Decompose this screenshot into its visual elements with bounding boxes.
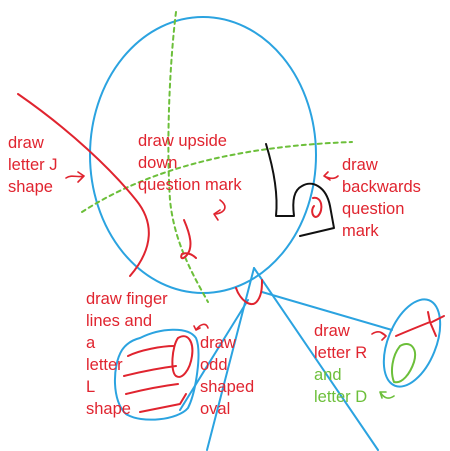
neck-right-line	[253, 267, 379, 451]
label-odd-oval-line3: shaped	[200, 378, 254, 396]
finger-line-1	[127, 345, 175, 357]
finger-line-l-shape	[139, 393, 187, 413]
arrow-letter-r	[371, 331, 387, 341]
label-backwards-question-line3: question	[342, 200, 404, 218]
arrow-j-shape	[65, 171, 85, 183]
letter-d-stroke	[391, 343, 416, 384]
thumb-oval-stroke	[171, 335, 194, 378]
label-letter-d: and letter D	[314, 366, 367, 406]
horizontal-dashed-guide	[81, 141, 353, 213]
label-finger-lines-line1: draw finger	[86, 290, 168, 308]
label-question-mark-line3: question mark	[138, 176, 242, 194]
label-j-shape-line2: letter J	[8, 156, 58, 174]
head-circle-guide	[89, 16, 317, 294]
label-backwards-question-line1: draw	[342, 156, 378, 174]
label-finger-lines: draw finger lines and a letter L shape	[86, 290, 172, 418]
letter-r-stroke	[395, 311, 445, 337]
label-letter-d-line2: letter D	[314, 388, 367, 406]
arm-line	[179, 299, 249, 411]
label-j-shape: draw letter J shape	[8, 134, 62, 196]
arrow-odd-oval	[193, 323, 209, 331]
label-letter-d-line1: and	[314, 366, 342, 384]
label-letter-r-line1: draw	[314, 322, 350, 340]
label-finger-lines-line5: L	[86, 378, 95, 396]
right-hand-guide	[382, 298, 442, 388]
label-odd-oval-line1: draw	[200, 334, 236, 352]
label-j-shape-line1: draw	[8, 134, 44, 152]
label-letter-r: draw letter R	[314, 322, 367, 362]
shoulder-line	[261, 291, 393, 331]
arrow-backwards-question	[323, 171, 339, 181]
arrow-letter-d	[379, 391, 395, 399]
vertical-dashed-guide	[167, 11, 209, 303]
label-odd-oval-line2: odd	[200, 356, 228, 374]
arrow-question-mark	[213, 199, 226, 221]
hair-j-shape-stroke	[17, 93, 150, 277]
chin-stroke	[235, 279, 263, 306]
label-letter-r-line2: letter R	[314, 344, 367, 362]
label-backwards-question: draw backwards question mark	[342, 156, 425, 240]
label-backwards-question-line4: mark	[342, 222, 379, 240]
label-finger-lines-line6: shape	[86, 400, 131, 418]
finger-line-2	[123, 365, 177, 377]
label-question-mark-line1: draw upside	[138, 132, 227, 150]
left-hand-guide	[113, 328, 200, 421]
ear-inner-stroke	[311, 196, 323, 218]
finger-line-3	[125, 383, 179, 395]
label-finger-lines-line3: a	[86, 334, 96, 352]
label-finger-lines-line4: letter	[86, 356, 123, 374]
neck-left-line	[206, 267, 255, 451]
label-question-mark: draw upside down question mark	[138, 132, 242, 194]
label-backwards-question-line2: backwards	[342, 178, 421, 196]
label-question-mark-line2: down	[138, 154, 177, 172]
label-odd-oval-line4: oval	[200, 400, 230, 418]
label-j-shape-line3: shape	[8, 178, 53, 196]
label-odd-oval: draw odd shaped oval	[200, 334, 259, 418]
ear-backwards-question-mark	[265, 143, 335, 237]
nose-question-mark-stroke	[180, 219, 197, 260]
label-finger-lines-line2: lines and	[86, 312, 152, 330]
